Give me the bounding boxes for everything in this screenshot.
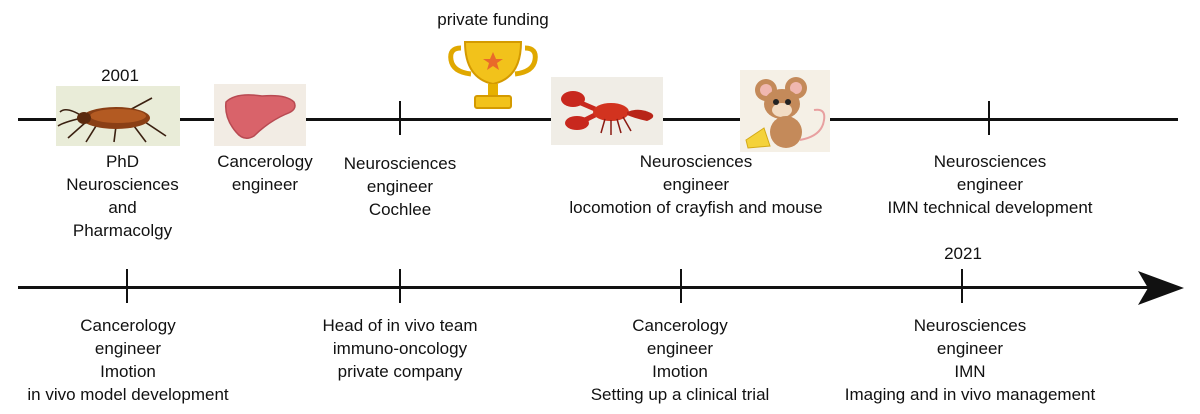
entry-line: IMN technical development <box>887 198 1093 217</box>
liver-icon <box>214 84 306 146</box>
bottom-entry-imotion-model: Cancerology engineer Imotion in vivo mod… <box>0 314 256 406</box>
bottom-entry-imn-management: Neurosciences engineer IMN Imaging and i… <box>820 314 1120 406</box>
bottom-tick <box>126 269 128 303</box>
top-entry-cochlee: Neurosciences engineer Cochlee <box>320 152 480 221</box>
bottom-tick <box>961 269 963 303</box>
bottom-tick <box>680 269 682 303</box>
top-tick <box>988 101 990 135</box>
mouse-icon <box>740 70 830 152</box>
entry-line: locomotion of crayfish and mouse <box>569 198 823 217</box>
entry-line: and <box>108 198 137 217</box>
entry-line: Setting up a clinical trial <box>590 385 770 404</box>
entry-line: Neurosciences <box>933 152 1047 171</box>
bottom-entry-in-vivo-team: Head of in vivo team immuno-oncology pri… <box>280 314 520 383</box>
entry-line: Imaging and in vivo management <box>844 385 1096 404</box>
entry-line: engineer <box>956 175 1024 194</box>
entry-line: Neurosciences <box>639 152 753 171</box>
entry-line: Head of in vivo team <box>322 316 478 335</box>
top-entry-phd: PhD Neurosciences and Pharmacolgy <box>40 150 205 242</box>
entry-line: Neurosciences <box>66 175 179 194</box>
entry-line: IMN <box>954 362 986 381</box>
entry-line: engineer <box>366 177 434 196</box>
bottom-timeline-line <box>18 286 1148 289</box>
entry-line: private company <box>337 362 463 381</box>
entry-line: engineer <box>936 339 1004 358</box>
entry-line: Cancerology <box>80 316 176 335</box>
arrow-head-icon <box>1138 271 1184 305</box>
entry-line: engineer <box>662 175 730 194</box>
top-entry-imn-tech: Neurosciences engineer IMN technical dev… <box>860 150 1120 219</box>
entry-line: Neurosciences <box>343 154 457 173</box>
entry-line: Pharmacolgy <box>72 221 173 240</box>
entry-line: in vivo model development <box>27 385 229 404</box>
entry-line: Imotion <box>652 362 708 381</box>
bottom-entry-clinical-trial: Cancerology engineer Imotion Setting up … <box>560 314 800 406</box>
bottom-tick <box>399 269 401 303</box>
entry-line: immuno-oncology <box>332 339 468 358</box>
entry-line: PhD <box>105 152 140 171</box>
entry-line: Cancerology <box>632 316 728 335</box>
cockroach-icon <box>56 86 180 146</box>
year-start-label: 2001 <box>101 66 139 85</box>
entry-line: Imotion <box>100 362 156 381</box>
trophy-icon <box>445 38 541 114</box>
top-entry-locomotion: Neurosciences engineer locomotion of cra… <box>546 150 846 219</box>
entry-line: engineer <box>94 339 162 358</box>
entry-line: engineer <box>231 175 299 194</box>
entry-line: Cochlee <box>368 200 432 219</box>
year-end-label: 2021 <box>944 244 982 263</box>
top-entry-cancerology: Cancerology engineer <box>190 150 340 196</box>
entry-line: engineer <box>646 339 714 358</box>
funding-label: private funding <box>437 10 549 29</box>
top-tick <box>399 101 401 135</box>
entry-line: Neurosciences <box>913 316 1027 335</box>
entry-line: Cancerology <box>217 152 313 171</box>
crayfish-icon <box>551 77 663 145</box>
